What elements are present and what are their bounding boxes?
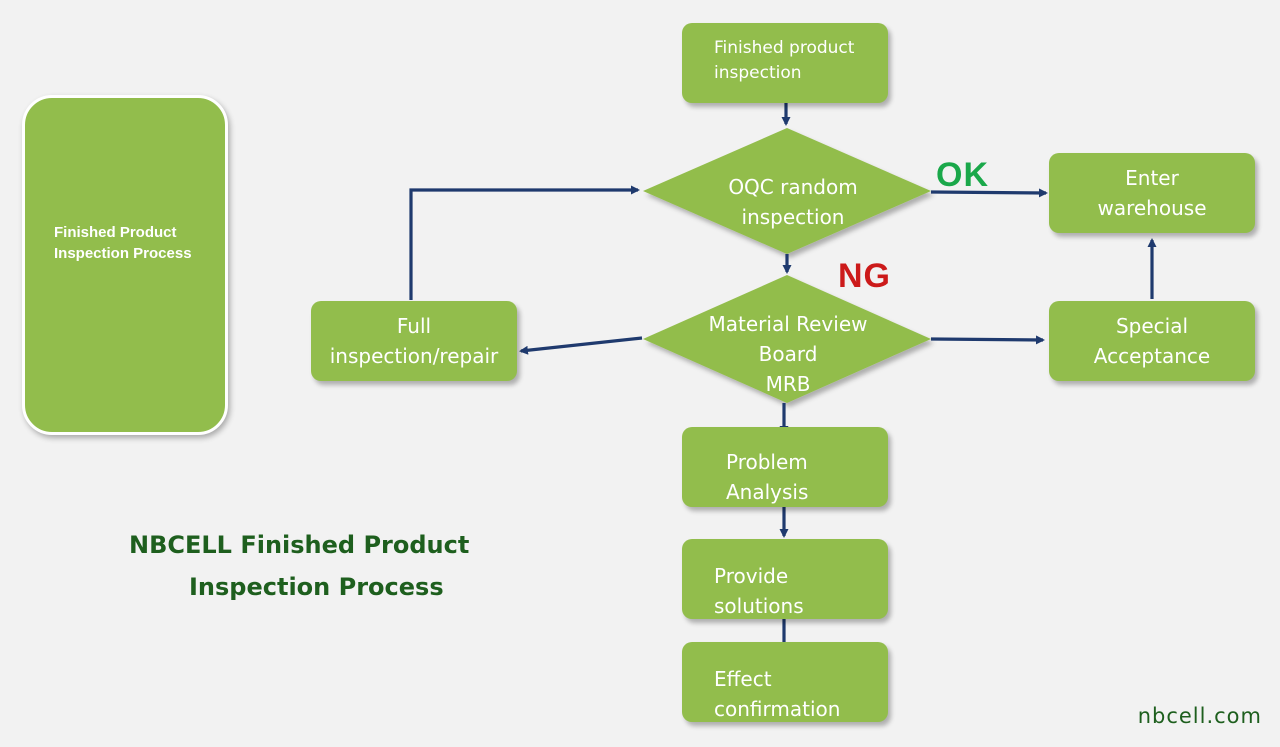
mrb-diamond-label: Material Review Board MRB — [688, 309, 888, 399]
node-special-acceptance: Special Acceptance — [1049, 301, 1255, 381]
mrb-line3: MRB — [765, 372, 811, 396]
special-line2: Acceptance — [1093, 344, 1211, 368]
oqc-line2: inspection — [741, 205, 845, 229]
arrow-mrb-to-special-acceptance — [930, 335, 1045, 345]
full-inspection-line2: inspection/repair — [329, 344, 499, 368]
caption-line1: NBCELL Finished Product — [129, 531, 470, 559]
warehouse-line1: Enter — [1125, 166, 1179, 190]
node-finished-line1: Finished product — [714, 38, 855, 58]
oqc-diamond — [643, 128, 931, 254]
node-finished-product-inspection: Finished product inspection — [682, 23, 888, 103]
special-line1: Special — [1115, 314, 1189, 338]
node-problem-analysis: Problem Analysis — [682, 427, 888, 507]
warehouse-line2: warehouse — [1097, 196, 1207, 220]
solutions-line2: solutions — [714, 594, 804, 618]
node-finished-line2: inspection — [714, 63, 802, 83]
node-provide-solutions: Provide solutions — [682, 539, 888, 619]
ok-label: OK — [936, 156, 989, 194]
arrow-mrb-to-full-inspection — [519, 336, 643, 355]
effect-line1: Effect — [714, 667, 772, 691]
mrb-line1: Material Review — [708, 312, 868, 336]
side-panel-title: Finished Product Inspection Process — [54, 224, 192, 262]
node-effect-confirmation: Effect confirmation — [682, 642, 888, 722]
website-url: nbcell.com — [1137, 704, 1262, 728]
ng-label: NG — [838, 257, 891, 295]
solutions-line1: Provide — [714, 564, 789, 588]
arrow-oqc-to-warehouse — [930, 188, 1048, 198]
arrow-full-inspection-to-oqc — [409, 185, 640, 300]
caption-line2: Inspection Process — [189, 573, 444, 601]
node-full-inspection-repair: Full inspection/repair — [311, 301, 517, 381]
full-inspection-line1: Full — [396, 314, 432, 338]
side-panel: Finished Product Inspection Process — [22, 95, 228, 435]
node-enter-warehouse: Enter warehouse — [1049, 153, 1255, 233]
effect-line2: confirmation — [714, 697, 841, 721]
problem-line1: Problem — [726, 450, 808, 474]
oqc-diamond-label: OQC random inspection — [693, 172, 893, 232]
mrb-diamond — [643, 275, 931, 403]
problem-line2: Analysis — [726, 480, 809, 504]
mrb-line2: Board — [758, 342, 818, 366]
oqc-line1: OQC random — [728, 175, 858, 199]
